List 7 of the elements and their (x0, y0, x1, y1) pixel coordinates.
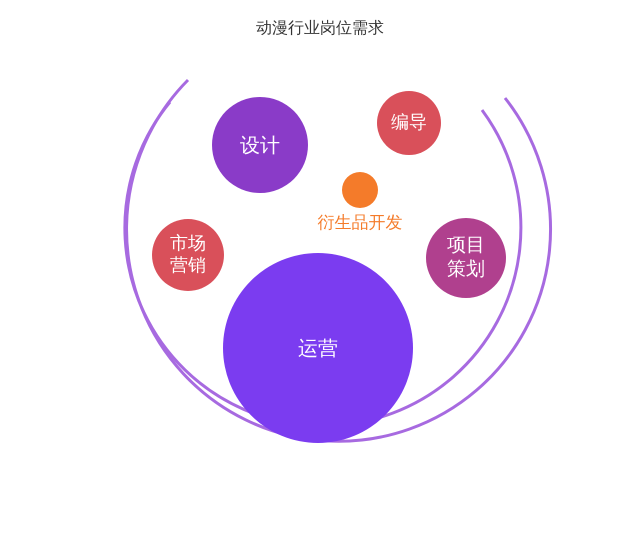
bubble: 市场营销 (152, 219, 224, 291)
bubble: 设计 (212, 97, 308, 193)
title: 动漫行业岗位需求 (255, 18, 385, 39)
bubble: 编导 (377, 91, 441, 155)
bubble-label: 衍生品开发 (316, 212, 404, 234)
bubble: 运营 (223, 253, 413, 443)
bubble: 项目策划 (426, 218, 506, 298)
